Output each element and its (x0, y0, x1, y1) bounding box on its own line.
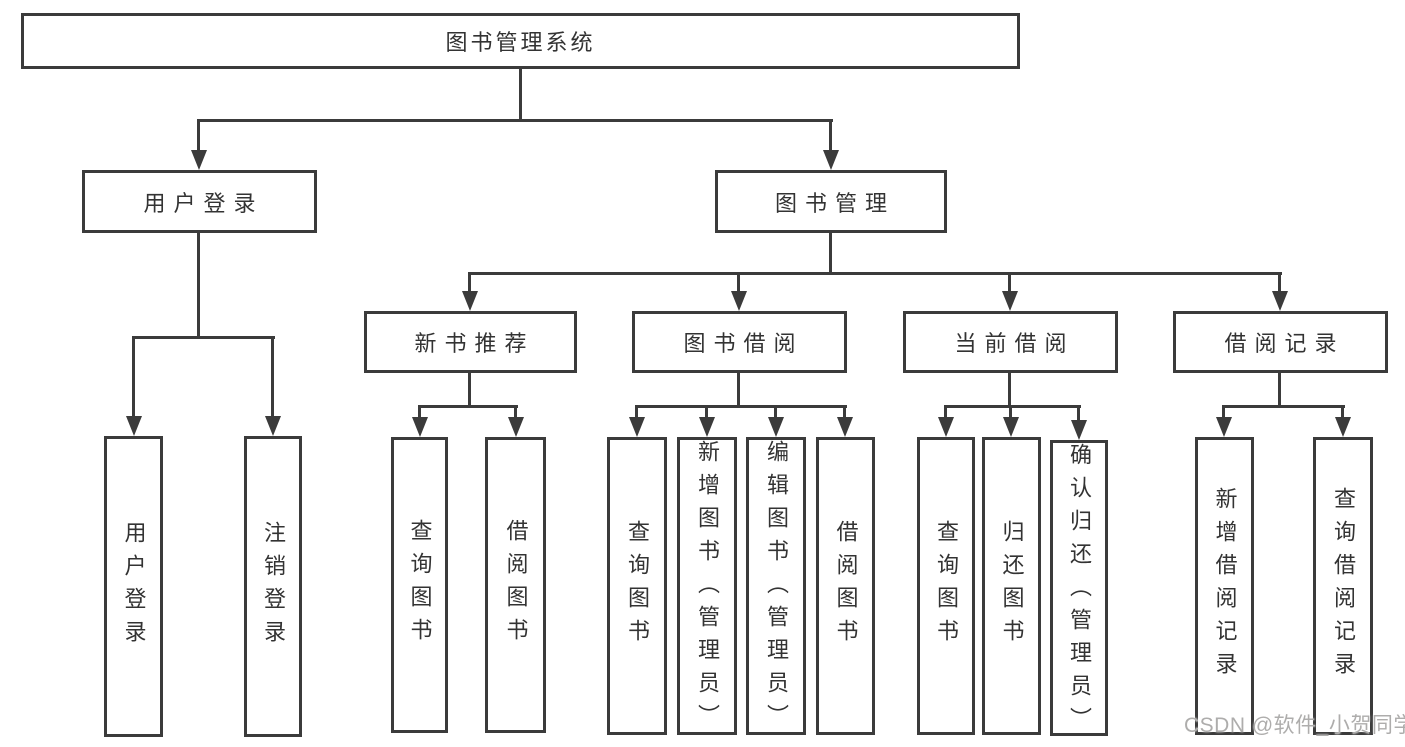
arrowhead (462, 291, 478, 311)
node-borrow-books-recommend: 借阅图书 (485, 437, 546, 733)
node-add-borrow-record-label: 新增借阅记录 (1212, 487, 1238, 685)
csdn-watermark: CSDN @软件_小贺同学 (1184, 714, 1405, 737)
node-system-root-label: 图书管理系统 (445, 30, 596, 55)
node-book-management: 图书管理 (715, 170, 947, 233)
node-query-books-recommend: 查询图书 (391, 437, 448, 733)
arrowhead (823, 150, 839, 170)
node-borrowing-records-label: 借阅记录 (1224, 331, 1345, 356)
v-line (737, 373, 740, 408)
node-borrow-books-leaf-label: 借阅图书 (833, 520, 859, 652)
v-line (1009, 405, 1012, 420)
v-line (705, 405, 708, 420)
node-edit-book-admin-label: 编辑图书（管理员） (764, 440, 789, 735)
v-line (829, 119, 832, 153)
arrowhead (1335, 417, 1351, 437)
node-add-borrow-record: 新增借阅记录 (1195, 437, 1254, 735)
v-line (774, 405, 777, 420)
arrowhead (837, 417, 853, 437)
h-line (132, 336, 275, 339)
arrowhead (412, 417, 428, 437)
arrowhead (1272, 291, 1288, 311)
node-logout-leaf-label: 注销登录 (261, 520, 286, 653)
node-borrow-books-recommend-label: 借阅图书 (503, 519, 529, 651)
node-new-book-recommend: 新书推荐 (364, 311, 577, 373)
node-confirm-return-admin-label: 确认归还（管理员） (1067, 443, 1092, 736)
v-line (418, 405, 421, 420)
v-line (1008, 373, 1011, 408)
v-line (1222, 405, 1225, 420)
node-query-books-current-label: 查询图书 (934, 520, 959, 652)
node-user-login-leaf: 用户登录 (104, 436, 163, 737)
v-line (1341, 405, 1344, 420)
node-user-login-label: 用户登录 (143, 190, 264, 216)
v-line (514, 405, 517, 420)
v-line (519, 68, 522, 122)
v-line (843, 405, 846, 420)
v-line (635, 405, 638, 420)
arrowhead (191, 150, 207, 170)
v-line (1278, 272, 1281, 295)
node-edit-book-admin: 编辑图书（管理员） (746, 437, 806, 735)
v-line (737, 272, 740, 295)
v-line (132, 336, 135, 420)
node-current-borrowing: 当前借阅 (903, 311, 1118, 373)
node-query-books-borrowing: 查询图书 (607, 437, 667, 735)
v-line (271, 336, 274, 420)
v-line (1077, 405, 1080, 423)
node-logout-leaf: 注销登录 (244, 436, 302, 737)
node-query-books-current: 查询图书 (917, 437, 975, 735)
v-line (1008, 272, 1011, 295)
v-line (468, 373, 471, 408)
h-line (944, 405, 1081, 408)
arrowhead (1071, 420, 1087, 440)
v-line (468, 272, 471, 295)
node-add-book-admin: 新增图书（管理员） (677, 437, 737, 735)
node-return-books-label: 归还图书 (999, 520, 1025, 652)
v-line (829, 233, 832, 275)
arrowhead (1002, 291, 1018, 311)
node-query-books-recommend-label: 查询图书 (407, 519, 433, 651)
arrowhead (1216, 417, 1232, 437)
node-book-borrowing-label: 图书借阅 (683, 331, 804, 356)
node-user-login-leaf-label: 用户登录 (121, 520, 147, 653)
h-line (1222, 405, 1345, 408)
node-query-books-borrowing-label: 查询图书 (625, 520, 650, 652)
v-line (944, 405, 947, 420)
v-line (197, 119, 200, 153)
node-query-borrow-record-label: 查询借阅记录 (1331, 487, 1356, 685)
node-borrow-books-leaf: 借阅图书 (816, 437, 875, 735)
node-query-borrow-record: 查询借阅记录 (1313, 437, 1373, 735)
v-line (1278, 373, 1281, 408)
arrowhead (768, 417, 784, 437)
arrowhead (265, 416, 281, 436)
node-book-borrowing: 图书借阅 (632, 311, 847, 373)
h-line (468, 272, 1282, 275)
node-system-root: 图书管理系统 (21, 13, 1020, 69)
node-new-book-recommend-label: 新书推荐 (414, 331, 535, 356)
arrowhead (508, 417, 524, 437)
h-line (635, 405, 847, 408)
arrowhead (126, 416, 142, 436)
arrowhead (938, 417, 954, 437)
node-book-management-label: 图书管理 (774, 190, 895, 216)
arrowhead (699, 417, 715, 437)
node-current-borrowing-label: 当前借阅 (954, 331, 1075, 356)
arrowhead (731, 291, 747, 311)
h-line (197, 119, 833, 122)
node-borrowing-records: 借阅记录 (1173, 311, 1388, 373)
node-user-login: 用户登录 (82, 170, 317, 233)
h-line (418, 405, 518, 408)
arrowhead (1003, 417, 1019, 437)
node-return-books: 归还图书 (982, 437, 1041, 735)
node-confirm-return-admin: 确认归还（管理员） (1050, 440, 1108, 736)
arrowhead (629, 417, 645, 437)
node-add-book-admin-label: 新增图书（管理员） (695, 440, 720, 735)
v-line (197, 233, 200, 339)
